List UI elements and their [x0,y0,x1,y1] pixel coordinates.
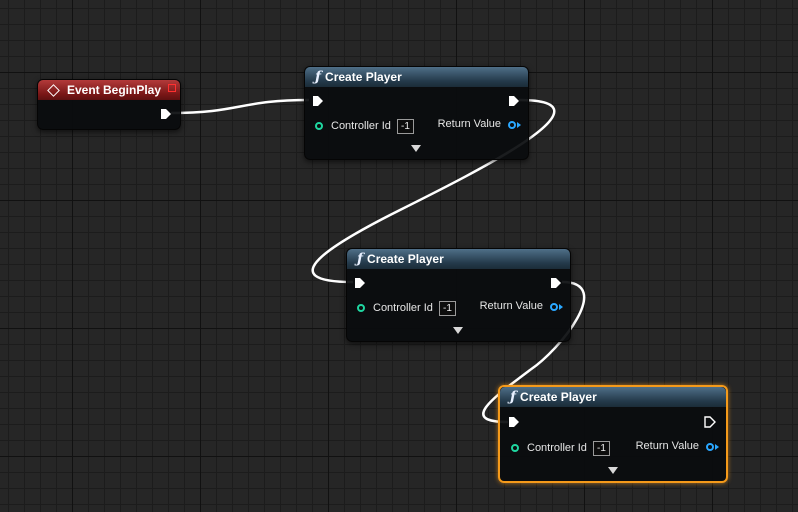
event-begin-play-node[interactable]: Event BeginPlay [37,79,181,130]
return-value-label: Return Value [437,118,501,130]
expand-arrow-icon[interactable] [453,327,463,334]
return-value-arrow-icon [715,444,719,450]
controller-id-pin[interactable] [357,304,365,312]
exec-out-pin[interactable] [508,95,520,107]
exec-in-pin[interactable] [354,277,366,289]
event-node-header[interactable]: Event BeginPlay [38,80,180,100]
controller-id-input[interactable]: -1 [593,441,610,456]
controller-id-input[interactable]: -1 [397,119,414,134]
return-value-label: Return Value [479,300,543,312]
return-value-pin[interactable] [706,443,714,451]
controller-id-pin[interactable] [511,444,519,452]
exec-wire-node2-to-node3[interactable] [482,280,586,424]
node-title: Create Player [520,390,597,404]
create-player-node-1[interactable]: ƒ Create Player Controller Id -1 Return … [304,66,529,160]
exec-wire-begin-to-node1[interactable] [170,98,310,115]
node-header[interactable]: ƒ Create Player [500,387,726,407]
function-icon: ƒ [315,69,322,85]
controller-id-pin[interactable] [315,122,323,130]
expand-arrow-icon[interactable] [411,145,421,152]
function-icon: ƒ [510,389,517,405]
exec-wire-node1-to-node2[interactable] [311,98,556,284]
return-value-pin[interactable] [508,121,516,129]
node-header[interactable]: ƒ Create Player [305,67,528,87]
delegate-pin-icon[interactable] [168,84,176,92]
return-value-label: Return Value [635,440,699,452]
exec-out-pin[interactable] [160,108,172,120]
controller-id-label: Controller Id [527,442,587,454]
return-value-pin[interactable] [550,303,558,311]
create-player-node-2[interactable]: ƒ Create Player Controller Id -1 Return … [346,248,571,342]
exec-out-pin[interactable] [550,277,562,289]
controller-id-input[interactable]: -1 [439,301,456,316]
exec-in-pin[interactable] [312,95,324,107]
event-node-title: Event BeginPlay [67,83,162,97]
create-player-node-3[interactable]: ƒ Create Player Controller Id -1 Return … [498,385,728,483]
function-icon: ƒ [357,251,364,267]
node-title: Create Player [325,70,402,84]
node-header[interactable]: ƒ Create Player [347,249,570,269]
exec-out-pin[interactable] [704,416,716,428]
expand-arrow-icon[interactable] [608,467,618,474]
node-title: Create Player [367,252,444,266]
event-diamond-icon [47,83,60,97]
exec-in-pin[interactable] [508,416,520,428]
controller-id-label: Controller Id [331,120,391,132]
return-value-arrow-icon [559,304,563,310]
controller-id-label: Controller Id [373,302,433,314]
return-value-arrow-icon [517,122,521,128]
